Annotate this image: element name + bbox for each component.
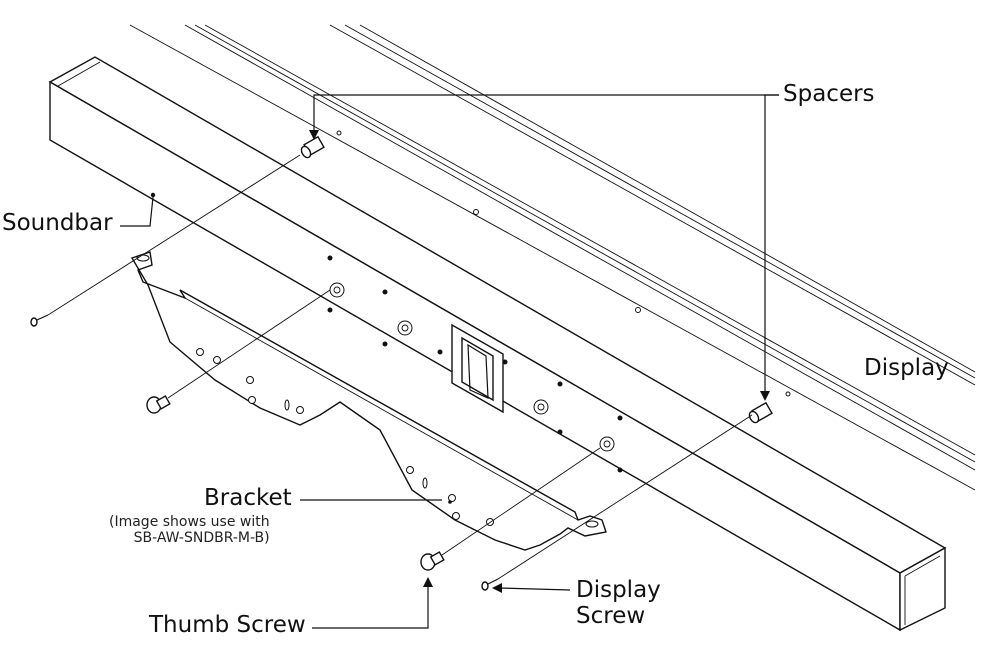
spacer-top [300, 130, 342, 159]
display-screw-label: Display Screw [576, 577, 661, 630]
assembly-lines [47, 154, 753, 580]
bracket-note: (Image shows use with SB-AW-SNDBR-M-B) [109, 514, 270, 546]
bracket-note-line1: (Image shows use with [109, 514, 270, 530]
thumb-screw-label: Thumb Screw [149, 612, 306, 638]
bracket-label: Bracket [204, 485, 292, 511]
display-screw-label-line2: Screw [576, 602, 646, 629]
display-screw-left [30, 314, 49, 327]
display-edge [129, 24, 976, 491]
display-screw-right [481, 578, 499, 591]
spacer-right [748, 391, 791, 424]
display-label: Display [864, 355, 949, 381]
spacers-label: Spacers [783, 81, 875, 107]
leader-lines [120, 94, 779, 629]
thumb-screw-right [420, 551, 445, 571]
soundbar-label: Soundbar [2, 210, 113, 236]
bracket [130, 251, 607, 551]
display-screw-label-line1: Display [576, 577, 661, 603]
thumb-screw-left [146, 395, 171, 414]
bracket-note-line2: SB-AW-SNDBR-M-B) [133, 529, 270, 546]
mounting-plate [327, 255, 623, 473]
